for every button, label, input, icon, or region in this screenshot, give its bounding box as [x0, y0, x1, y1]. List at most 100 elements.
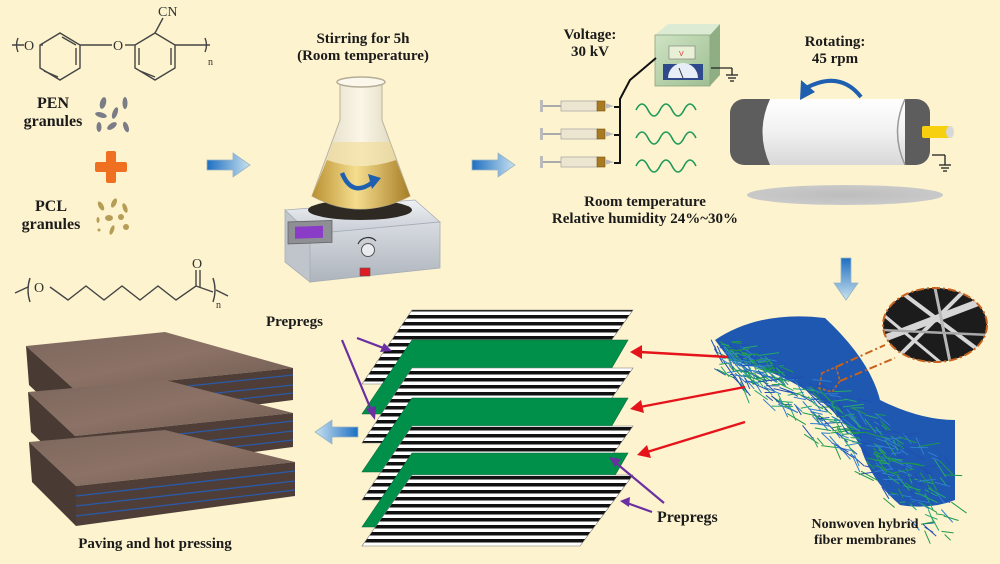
fiber-strand — [927, 487, 946, 499]
fiber-strand — [874, 412, 891, 426]
fiber-strand — [843, 439, 856, 455]
fiber-strand — [821, 445, 836, 448]
fiber-strand — [828, 405, 839, 418]
fiber-strand — [920, 479, 931, 482]
fiber-strand — [779, 387, 799, 395]
fiber-strand — [864, 465, 874, 469]
fiber-strand — [892, 460, 913, 470]
electrospinning-conditions-label: Room temperature Relative humidity 24%~3… — [520, 194, 770, 229]
fiber-strand — [836, 411, 848, 425]
fiber-strand — [915, 437, 925, 456]
fiber-strand — [924, 526, 934, 533]
fiber-strand — [817, 417, 830, 420]
electrospinning-jets — [635, 103, 697, 173]
fiber-strand — [734, 346, 746, 360]
fiber-strand — [844, 413, 855, 416]
fiber-strand — [917, 501, 930, 510]
pcl-repeat-n: n — [216, 300, 221, 311]
fiber-strand — [841, 437, 862, 445]
fiber-strand — [905, 448, 925, 460]
syringe-3 — [540, 156, 614, 168]
fiber-strand — [941, 530, 954, 534]
plus-icon — [95, 151, 127, 183]
fiber-strand — [935, 513, 946, 516]
syringe-1 — [540, 100, 614, 112]
fiber-strand — [887, 475, 900, 485]
fiber-strand — [883, 497, 895, 508]
rotating-label-line-2: 45 rpm — [811, 51, 859, 68]
fiber-strand — [899, 482, 916, 496]
fiber-strand — [876, 413, 886, 417]
fiber-strand — [834, 418, 845, 437]
fiber-strand — [836, 432, 849, 443]
fiber-strand — [719, 362, 732, 365]
pen-chemical-structure — [12, 17, 210, 81]
pcl-granules-icon — [96, 198, 129, 235]
fiber-strand — [879, 462, 891, 465]
fiber-strand — [842, 422, 858, 431]
fiber-strand — [754, 374, 765, 382]
fiber-strand — [896, 455, 908, 459]
fiber-strand — [896, 475, 910, 491]
fiber-strand — [879, 420, 891, 431]
syringe-2 — [540, 128, 614, 140]
pcl-chemical-structure — [14, 270, 229, 303]
fiber-strand — [831, 399, 847, 402]
fiber-strand — [866, 457, 888, 464]
fiber-strand — [716, 368, 735, 379]
fiber-strand — [834, 403, 845, 410]
process-arrow-3 — [833, 257, 859, 301]
fiber-strand — [854, 424, 863, 440]
fiber-strand — [833, 406, 845, 415]
fiber-strand — [849, 431, 865, 434]
pen-label-line-2: granules — [23, 113, 83, 131]
fiber-strand — [881, 468, 900, 477]
fiber-strand — [814, 427, 832, 432]
pcl-label-line-2: granules — [21, 216, 81, 234]
fiber-strand — [903, 485, 921, 491]
fiber-strand — [935, 491, 946, 504]
fiber-strand — [821, 418, 840, 421]
fiber-strand — [772, 376, 790, 382]
fiber-strand — [787, 391, 804, 396]
fiber-strand — [842, 450, 854, 458]
fiber-strand — [732, 362, 752, 366]
fiber-strand — [811, 411, 823, 415]
fiber-strand — [787, 375, 804, 380]
fiber-strand — [920, 521, 935, 525]
fiber-strand — [903, 433, 912, 445]
rotating-collector-drum-icon — [730, 78, 954, 205]
jet-wave-1 — [635, 103, 697, 117]
fiber-strand — [856, 409, 868, 426]
fiber-strand — [842, 403, 864, 408]
pen-repeat-n: n — [208, 57, 213, 68]
fiber-strand — [845, 442, 859, 447]
fiber-strand — [864, 431, 883, 438]
hot-pressed-laminates-icon — [26, 332, 296, 526]
fiber-strand — [950, 501, 967, 514]
fiber-strand — [939, 482, 954, 485]
fiber-strand — [864, 414, 879, 419]
fiber-strand — [743, 354, 752, 361]
fiber-strand — [881, 424, 888, 432]
fiber-strand — [793, 396, 807, 401]
fiber-strand — [757, 378, 780, 383]
fiber-strand — [831, 416, 841, 423]
fiber-strand — [944, 534, 952, 541]
fiber-strand — [833, 390, 852, 393]
fiber-strand — [829, 420, 840, 424]
prepreg-pointer-arrows — [340, 336, 665, 514]
fiber-strand — [844, 398, 857, 403]
prepregs-label-top: Prepregs — [266, 314, 323, 330]
fiber-strand — [734, 348, 750, 352]
fiber-strand — [866, 460, 875, 470]
fiber-strand — [777, 382, 794, 392]
fiber-strand — [814, 413, 829, 431]
fiber-strand — [919, 472, 929, 484]
fiber-strand — [850, 417, 862, 429]
pcl-label-line-1: PCL — [35, 198, 67, 215]
pen-oxygen-atom-2: O — [113, 39, 123, 54]
fiber-strand — [878, 429, 900, 434]
fiber-strand — [897, 441, 905, 450]
fiber-strand — [737, 366, 751, 379]
